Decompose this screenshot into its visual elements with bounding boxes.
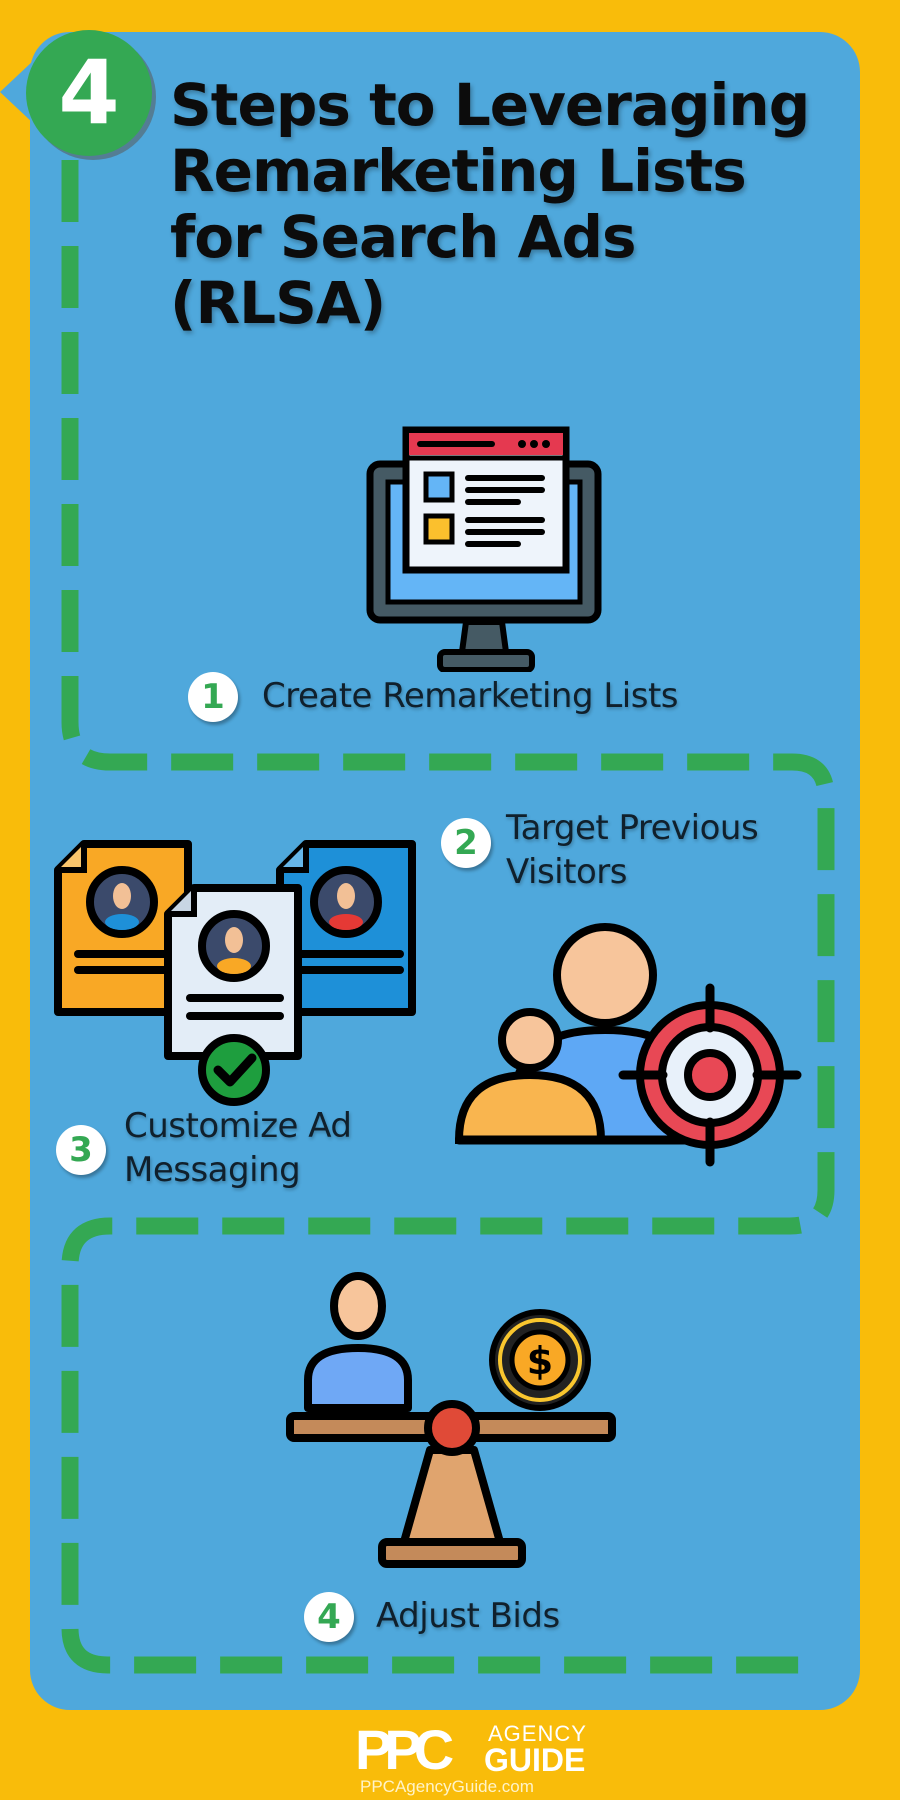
step-label: Target Previous Visitors: [506, 806, 759, 894]
step-number-badge: 1: [188, 672, 238, 722]
step-label-line: Messaging: [124, 1150, 301, 1190]
steps-count-badge: 4: [26, 30, 152, 156]
seesaw-person-coin-icon: $: [286, 1272, 616, 1568]
footer-url[interactable]: PPCAgencyGuide.com: [360, 1777, 534, 1796]
step-number-badge: 2: [441, 818, 491, 868]
step-label: Customize Ad Messaging: [124, 1104, 352, 1192]
step-label-line: Customize Ad: [124, 1106, 352, 1146]
title-line: Steps to Leveraging: [170, 71, 810, 139]
step-label-line: Adjust Bids: [376, 1596, 560, 1636]
computer-monitor-webpage-icon: [366, 426, 602, 672]
step-label: Create Remarketing Lists: [262, 674, 679, 718]
step-label-line: Target Previous: [506, 808, 759, 848]
title-line: Remarketing Lists: [170, 137, 747, 205]
step-number-badge: 4: [304, 1592, 354, 1642]
logo-agency-text: AGENCY: [488, 1721, 587, 1746]
step-label-line: Create Remarketing Lists: [262, 676, 679, 716]
step-label-line: Visitors: [506, 852, 627, 892]
step-number-badge: 3: [56, 1125, 106, 1175]
title-line: for Search Ads: [170, 203, 637, 271]
svg-text:$: $: [527, 1339, 553, 1383]
step-label: Adjust Bids: [376, 1594, 560, 1638]
footer-logo: PPC AGENCY GUIDE PPCAgencyGuide.com: [0, 1718, 900, 1800]
title-line: (RLSA): [170, 269, 386, 337]
logo-guide-text: GUIDE: [484, 1742, 586, 1778]
profile-documents-check-icon: [54, 840, 416, 1106]
page-title: Steps to Leveraging Remarketing Lists fo…: [170, 72, 860, 336]
logo-ppc-text: PPC: [355, 1718, 454, 1781]
users-target-icon: [455, 923, 802, 1167]
